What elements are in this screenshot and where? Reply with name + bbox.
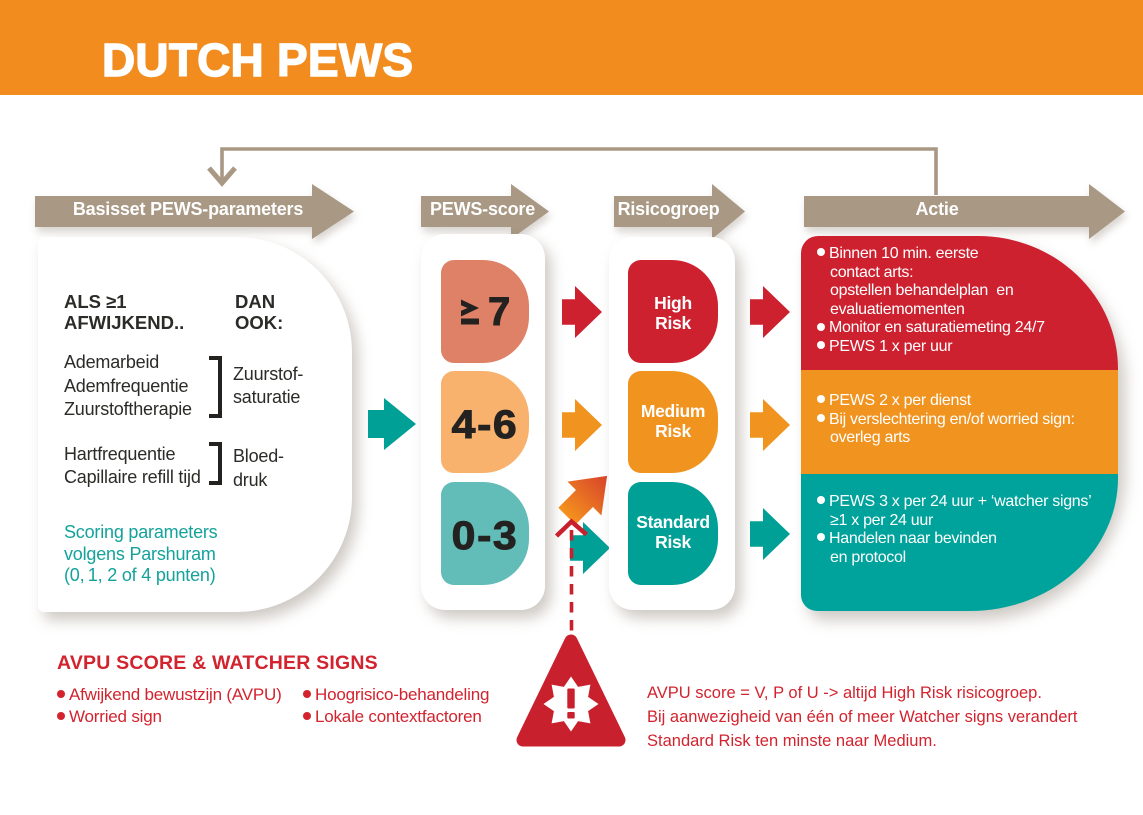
svg-text:7: 7	[488, 292, 512, 330]
